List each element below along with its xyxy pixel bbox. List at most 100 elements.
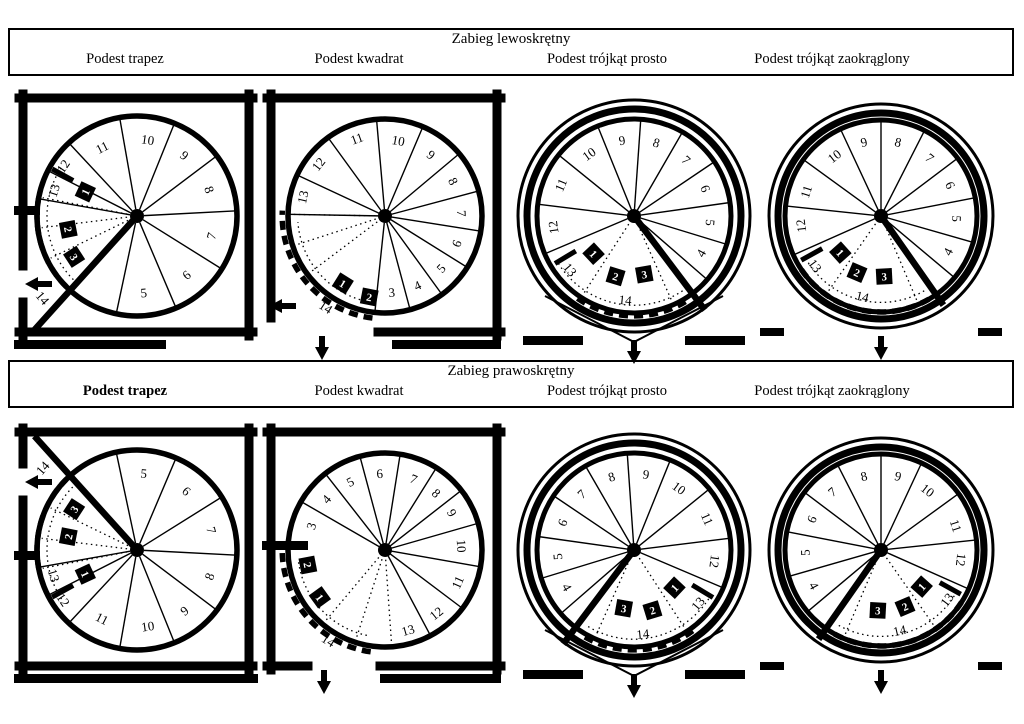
stair-outline-circle [34,447,240,653]
winder-step-box: 1 [829,241,852,264]
wall [760,328,784,336]
winder-edge-dotted [827,223,877,292]
winder-step-number: 2 [852,267,862,280]
winder-edge-dotted [884,224,918,302]
winder-step-number: 3 [67,252,80,264]
step-number: 11 [551,176,570,193]
winder-edge-dotted [296,218,376,246]
direction-arrow-head [269,299,282,313]
step-number: 7 [408,471,420,488]
wall-ring [523,105,745,327]
tread-edge [389,489,462,547]
tread-edge [785,205,875,216]
tread-edge [640,201,731,216]
step-number: 7 [203,230,219,241]
step-number: 8 [201,571,217,582]
col-label-kwadrat-2: Podest kwadrat [314,383,404,399]
winder-step-number: 3 [68,504,81,516]
stringer-line [876,211,947,308]
step-number: 13 [294,189,312,205]
tread-edge [788,551,875,578]
tread-edge [118,556,137,649]
winder-step-box: 2 [58,219,78,239]
tread-edge [786,530,875,550]
step-number: 6 [179,483,194,499]
col-label-trojkat-prosto-2: Podest trójkąt prosto [546,383,668,399]
wall-ring [767,436,995,664]
center-newel [378,209,392,223]
step-number: 8 [201,184,217,195]
walking-line-dotted-arc [556,260,683,306]
col-label-trojkat-zaokraglony-2: Podest trójkąt zaokrąglony [754,383,910,399]
step-number: 4 [693,246,710,259]
section-title-left-turning: Zabieg lewoskrętny [451,31,571,47]
step-nosing-mark [800,246,824,263]
step-number: 11 [698,510,717,527]
step-number: 5 [344,474,357,490]
landing-edge-line [544,295,635,343]
wall-ring [774,443,988,657]
step-number: 13 [45,567,63,584]
tread-edge [626,453,635,544]
col-label-trojkat-zaokraglony: Podest trójkąt zaokrąglony [754,51,910,67]
tread-edge [836,464,879,545]
step-number: 10 [140,618,155,635]
stringer-line [815,545,886,642]
step-number: 5 [433,261,448,276]
step-number: 7 [454,210,469,218]
step-nosing-mark [50,166,75,183]
winder-step-number: 3 [620,603,628,616]
tread-edge [385,454,401,544]
tread-edge [143,549,237,556]
winder-step-box: 1 [582,242,605,266]
step-number: 10 [669,478,688,498]
walking-line-dotted-arc [297,222,370,303]
tread-edge [544,218,629,255]
winder-step-box: 3 [63,245,86,268]
direction-arrow-head [874,681,888,694]
center-newel [874,209,888,223]
winder-step-number: 1 [313,592,326,604]
winder-step-box: 2 [642,600,663,621]
winder-step-box: 2 [605,266,626,287]
wall [760,662,784,670]
step-number: 7 [922,150,937,166]
wall [262,541,308,550]
section-title-right-turning: Zabieg prawoskrętny [447,363,575,379]
step-number: 12 [706,554,723,569]
tread-edge [887,539,977,550]
direction-arrow-head [25,475,38,489]
wall [14,206,40,215]
winder-edge-dotted [885,557,935,626]
tread-edge [633,119,642,210]
tread-edge [142,496,223,547]
tread-edge [388,221,443,295]
tread-edge [296,174,380,214]
winder-step-number: 2 [611,271,620,284]
winder-step-number: 1 [78,569,91,579]
winder-edge-dotted [355,559,383,639]
step-number: 8 [606,469,617,485]
step-number: 12 [953,552,969,567]
step-number: 5 [703,219,719,227]
tread-edge [115,452,137,544]
tread-edge [68,142,133,212]
step-number: 13 [688,594,708,614]
step-number: 10 [825,146,844,166]
winder-step-box: 1 [663,576,686,600]
winder-step-box: 1 [308,586,332,609]
stair-outline-circle [534,116,734,316]
step-number: 8 [429,485,444,500]
step-number: 14 [892,622,909,640]
winder-step-box: 2 [58,527,78,547]
tread-edge [115,222,137,314]
wall [685,670,745,679]
winder-step-number: 1 [337,278,348,291]
tread-edge [541,551,628,580]
center-newel [130,209,144,223]
tread-edge [638,488,710,547]
tread-edge [635,459,671,544]
wall-ring [767,102,995,330]
